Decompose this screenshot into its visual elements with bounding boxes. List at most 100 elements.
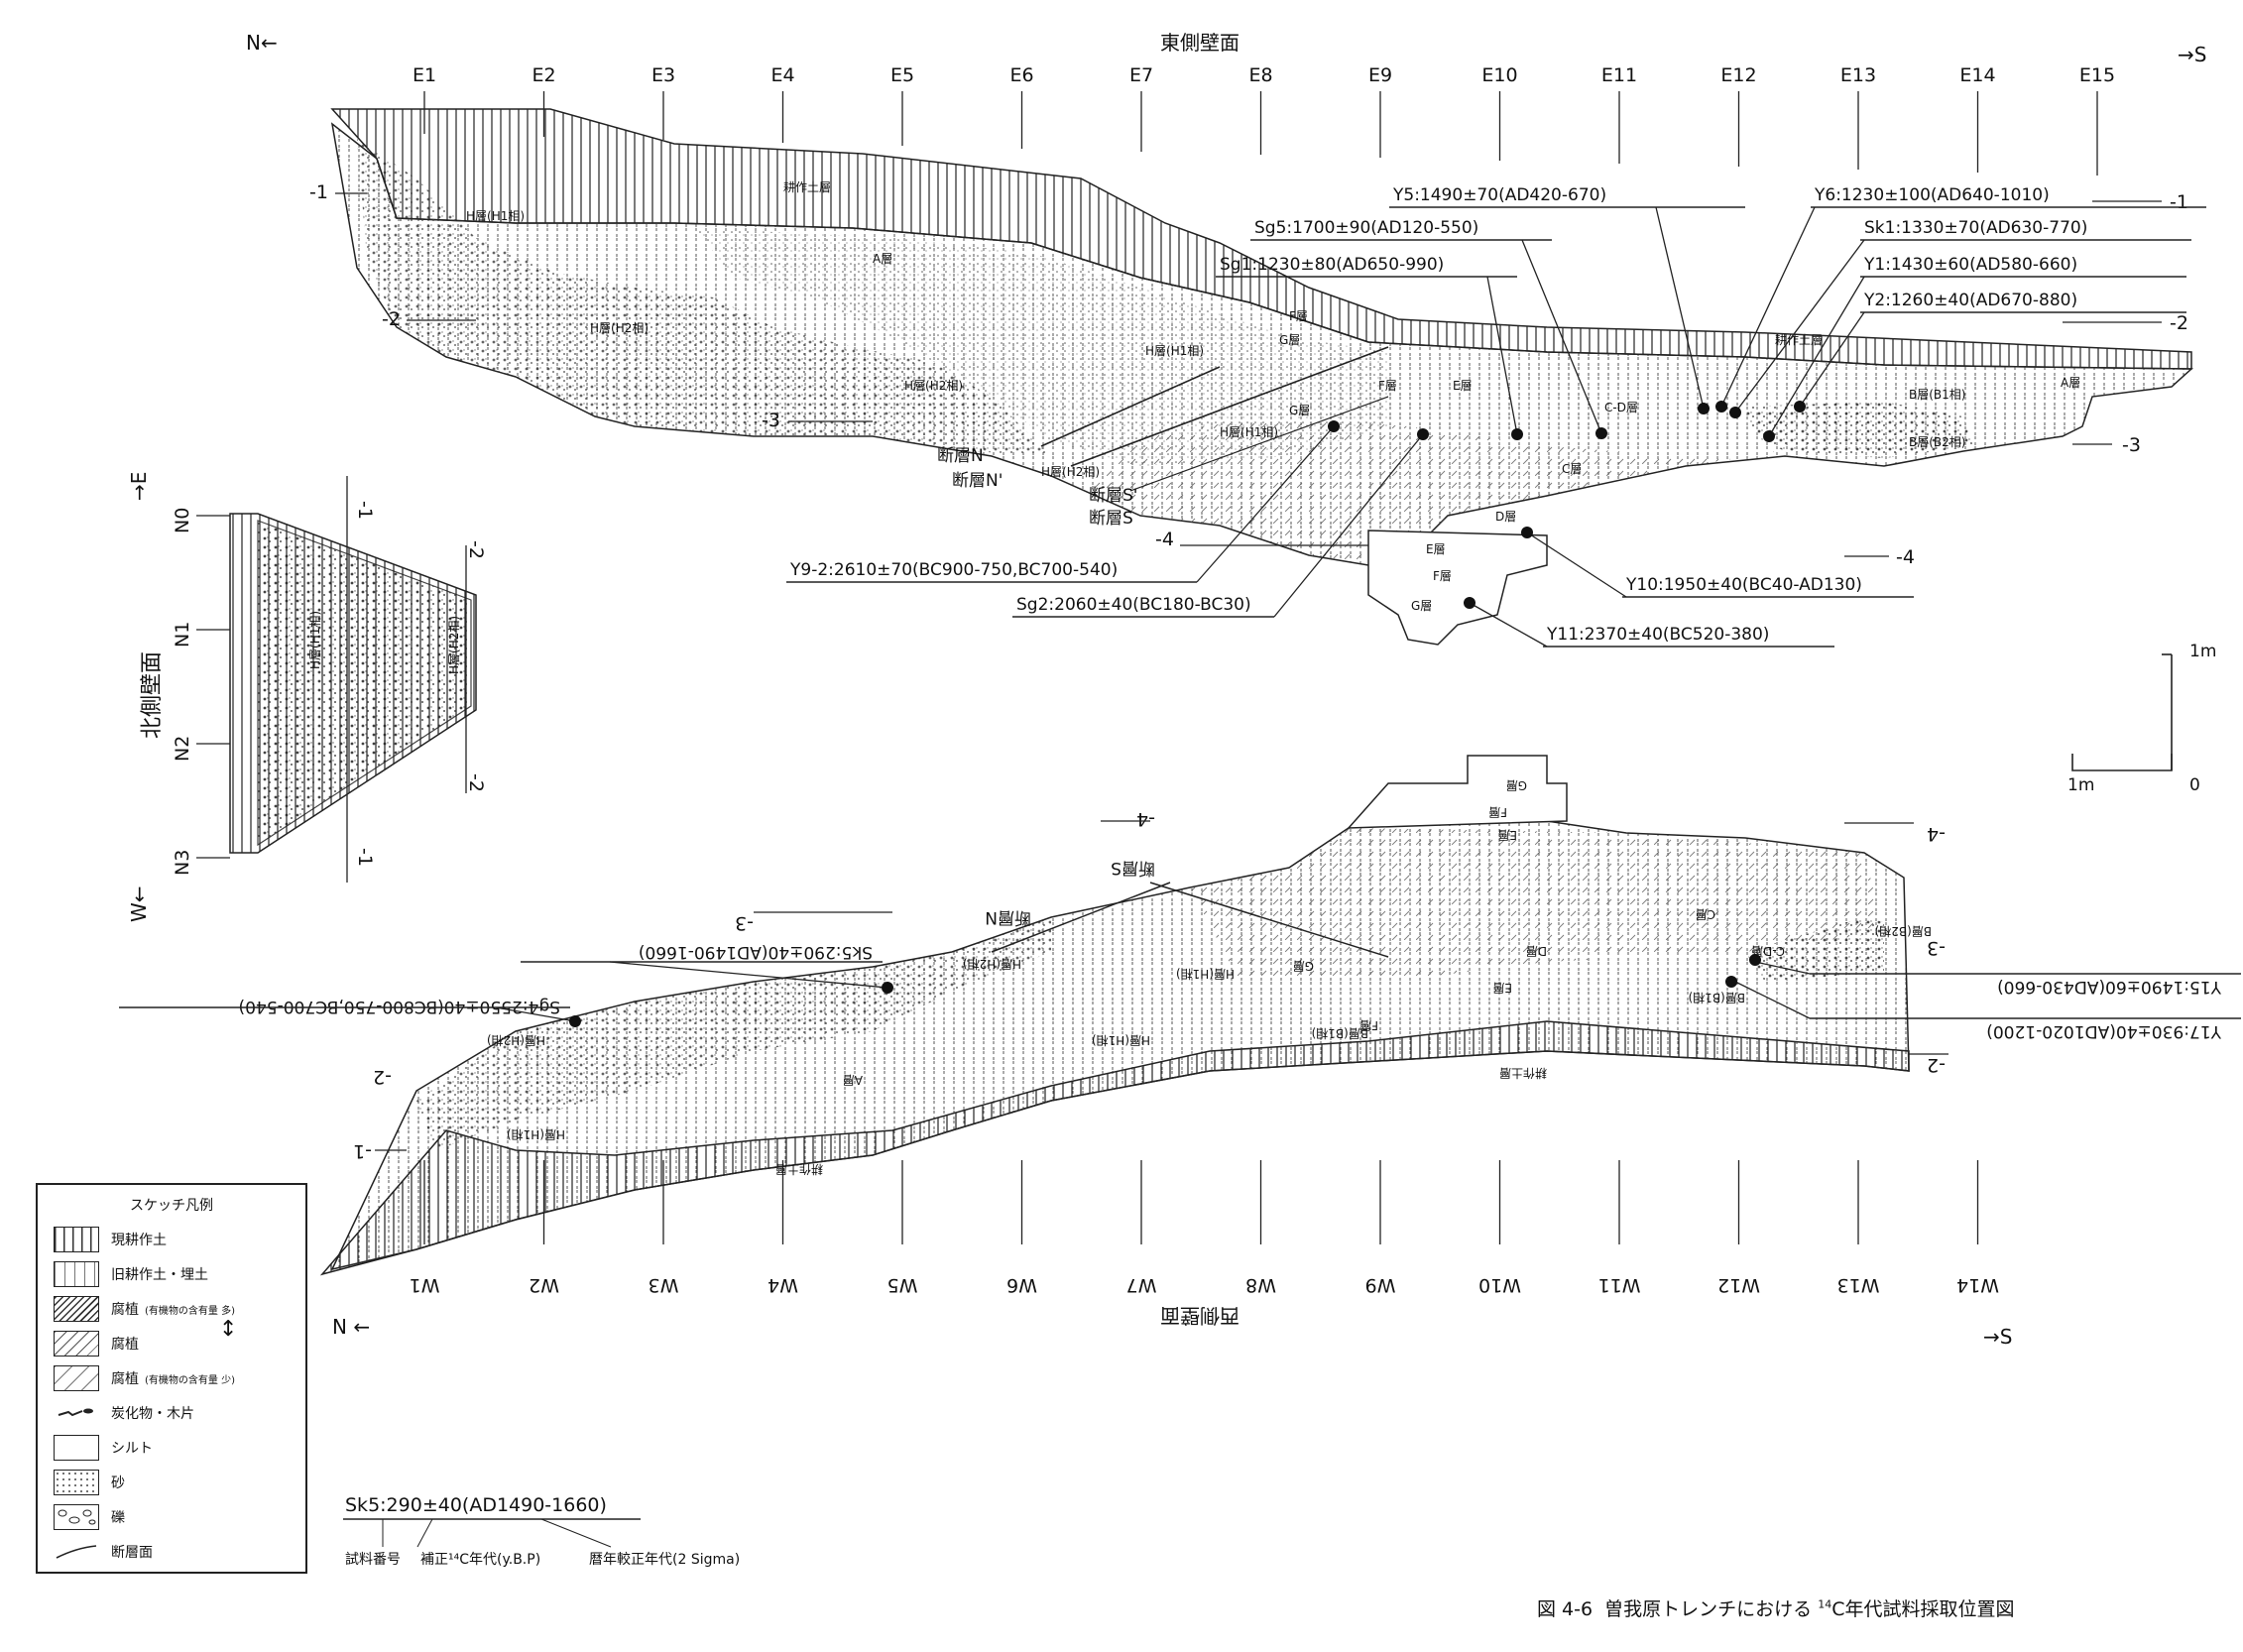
east-tick-e10: E10 bbox=[1481, 64, 1517, 86]
east-wall-title: 東側壁面 bbox=[1160, 31, 1240, 55]
legend-swatch bbox=[54, 1470, 99, 1495]
legend-label: 礫 bbox=[111, 1510, 125, 1526]
east-depth-m3-left: -3 bbox=[762, 410, 780, 431]
east-tick-e7: E7 bbox=[1129, 64, 1153, 86]
sample-sg5-dot bbox=[1595, 427, 1607, 439]
east-layer-e2: E層 bbox=[1426, 542, 1446, 556]
west-tick-w11: W11 bbox=[1598, 1274, 1641, 1296]
sample-y10-dot bbox=[1521, 527, 1533, 538]
west-layer-h2b: H層(H2相) bbox=[487, 1033, 545, 1047]
north-tick-n0: N0 bbox=[172, 508, 193, 533]
sample-y2: Y2:1260±40(AD670-880) bbox=[1794, 291, 2186, 413]
west-layer-e2: E層 bbox=[1497, 828, 1517, 842]
east-c-layer bbox=[1091, 416, 1785, 565]
sample-sg2-dot bbox=[1417, 428, 1429, 440]
scale-horizontal: 1m bbox=[2067, 775, 2094, 795]
legend-swatch bbox=[54, 1539, 99, 1565]
east-tick-e15: E15 bbox=[2079, 64, 2115, 86]
sample-y2-dot bbox=[1794, 401, 1806, 413]
legend-item-current-topsoil: 現耕作土 bbox=[54, 1225, 167, 1254]
legend-label: 断層面 bbox=[111, 1545, 153, 1561]
sample-sk5: Sk5:290±40(AD1490-1660) bbox=[521, 942, 893, 994]
north-depth-m2-top: -2 bbox=[465, 540, 487, 559]
legend-item-gravel: 礫 bbox=[54, 1502, 125, 1532]
north-wall-h bbox=[257, 520, 472, 847]
north-wall-section bbox=[229, 476, 477, 883]
west-layer-a: A層 bbox=[843, 1073, 863, 1087]
sketch-legend: スケッチ凡例 ↕ 現耕作土 旧耕作土・埋土 腐植(有機物の含有量 多) 腐植 腐… bbox=[36, 1183, 307, 1574]
legend-title: スケッチ凡例 bbox=[130, 1198, 213, 1214]
east-layer-g2: G層 bbox=[1411, 599, 1432, 613]
scale-bar bbox=[2071, 653, 2173, 771]
sample-y5: Y5:1490±70(AD420-670) bbox=[1389, 185, 1745, 414]
sample-y6-dot bbox=[1715, 401, 1727, 413]
west-depth-m3-right: -3 bbox=[1927, 937, 1946, 959]
legend-item-humus-high: 腐植(有機物の含有量 多) bbox=[54, 1294, 235, 1324]
legend-item-humus: 腐植 bbox=[54, 1329, 139, 1358]
north-west-arrow: W← bbox=[127, 885, 151, 922]
east-b-layer bbox=[1745, 402, 1973, 458]
west-topsoil bbox=[319, 1020, 1910, 1276]
legend-swatch bbox=[54, 1365, 99, 1391]
scale-vertical: 1m bbox=[2189, 642, 2216, 661]
north-tick-n2: N2 bbox=[172, 736, 193, 762]
sample-sg4: Sg4:2550±40(BC800-750,BC700-540) bbox=[119, 997, 581, 1027]
north-tick-n1: N1 bbox=[172, 622, 193, 648]
west-tick-w3: W3 bbox=[649, 1274, 679, 1296]
sample-y15-dot bbox=[1749, 954, 1761, 966]
east-tick-e14: E14 bbox=[1959, 64, 1995, 86]
west-depth-m2-left: -2 bbox=[373, 1066, 392, 1088]
west-tick-w6: W6 bbox=[1006, 1274, 1037, 1296]
legend-item-sand: 砂 bbox=[54, 1468, 125, 1497]
sample-y15: Y15:1490±60(AD430-660) bbox=[1749, 954, 2241, 997]
sample-sk1-dot bbox=[1729, 407, 1741, 418]
north-east-arrow: →E bbox=[127, 472, 151, 501]
east-fault-s2 bbox=[1129, 396, 1389, 492]
sample-y10: Y10:1950±40(BC40-AD130) bbox=[1521, 527, 1914, 598]
sample-sk5-dot bbox=[882, 982, 893, 994]
sample-sg1-label: Sg1:1230±80(AD650-990) bbox=[1220, 255, 1444, 275]
sample-sg2-label: Sg2:2060±40(BC180-BC30) bbox=[1016, 595, 1251, 615]
east-fault-n bbox=[1040, 366, 1221, 447]
legend-swatch bbox=[54, 1504, 99, 1530]
legend-arrow-icon: ↕ bbox=[219, 1317, 238, 1342]
west-tick-w12: W12 bbox=[1717, 1274, 1760, 1296]
north-layer-h2: H層(H2相) bbox=[447, 616, 461, 674]
west-fault-n bbox=[991, 882, 1171, 953]
sample-sk1: Sk1:1330±70(AD630-770) bbox=[1729, 218, 2191, 418]
east-layer-f2: F層 bbox=[1433, 569, 1452, 583]
west-d-layer bbox=[1190, 828, 1884, 982]
east-tick-e8: E8 bbox=[1248, 64, 1272, 86]
legend-label: 炭化物・木片 bbox=[111, 1406, 194, 1422]
legend-item-old-topsoil: 旧耕作土・埋土 bbox=[54, 1259, 208, 1289]
key-example: Sk5:290±40(AD1490-1660) bbox=[345, 1494, 607, 1516]
west-layer-f2: F層 bbox=[1488, 805, 1507, 819]
scale-zero: 0 bbox=[2189, 775, 2200, 795]
west-layer-g2: G層 bbox=[1506, 778, 1527, 792]
sample-y2-label: Y2:1260±40(AD670-880) bbox=[1863, 291, 2077, 310]
west-tick-w2: W2 bbox=[529, 1274, 559, 1296]
sample-y1-dot bbox=[1763, 430, 1775, 442]
legend-item-fault-plane: 断層面 bbox=[54, 1537, 153, 1567]
east-tick-e3: E3 bbox=[651, 64, 675, 86]
west-tick-w8: W8 bbox=[1245, 1274, 1276, 1296]
sample-y11: Y11:2370±40(BC520-380) bbox=[1464, 597, 1834, 648]
west-layer-c: C層 bbox=[1696, 907, 1715, 921]
sample-y17: Y17:930±40(AD1020-1200) bbox=[1725, 976, 2241, 1041]
west-layer-h1b: H層(H1相) bbox=[1092, 1033, 1150, 1047]
sample-y17-dot bbox=[1725, 976, 1737, 988]
east-layer-kosaku: 耕作土層 bbox=[783, 179, 831, 194]
east-depth-m1-right: -1 bbox=[2170, 191, 2188, 213]
west-b-layer bbox=[1745, 917, 1884, 982]
east-tick-e9: E9 bbox=[1368, 64, 1392, 86]
east-tick-e12: E12 bbox=[1720, 64, 1756, 86]
sample-y10-label: Y10:1950±40(BC40-AD130) bbox=[1625, 575, 1862, 595]
east-layer-h1c: H層(H1相) bbox=[1220, 425, 1278, 439]
east-north-arrow: N← bbox=[246, 31, 278, 55]
east-layer-g: G層 bbox=[1279, 333, 1300, 347]
east-fault-s-label: 断層S bbox=[1089, 509, 1133, 529]
west-h-layer bbox=[416, 917, 1051, 1150]
